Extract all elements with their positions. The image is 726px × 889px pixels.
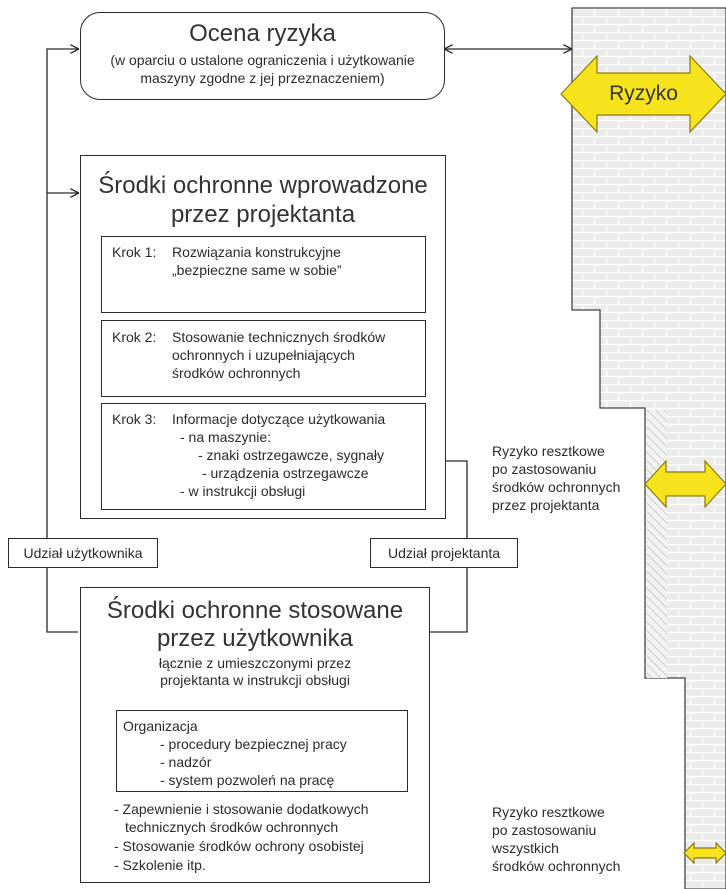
risk-assessment-box bbox=[80, 12, 445, 100]
step-3-box bbox=[101, 403, 426, 510]
risk-assessment-line1: (w oparciu o ustalone ograniczenia i uży… bbox=[110, 52, 415, 68]
step-1-line-2: „bezpieczne same w sobie” bbox=[172, 262, 342, 278]
step-2-line-2: ochronnych i uzupełniających bbox=[172, 347, 355, 363]
step-3-line-5: - w instrukcji obsługi bbox=[180, 483, 306, 499]
risk-assessment-line2: maszyny zgodne z jej przeznaczeniem) bbox=[140, 70, 385, 86]
residual-all-line-3: wszystkich bbox=[492, 840, 559, 856]
residual-designer-line-2: po zastosowaniu bbox=[492, 461, 597, 477]
residual-all-line-1: Ryzyko resztkowe bbox=[492, 804, 605, 820]
residual-designer-line-1: Ryzyko resztkowe bbox=[492, 443, 605, 459]
organization-item-1: - procedury bezpiecznej pracy bbox=[160, 736, 347, 752]
designer-input-box bbox=[370, 538, 518, 568]
step-2-line-1: Stosowanie technicznych środków bbox=[172, 329, 386, 345]
risk-assessment-title: Ocena ryzyka bbox=[189, 20, 336, 47]
step-2-box bbox=[101, 320, 426, 397]
other-item-1: - Zapewnienie i stosowanie dodatkowych bbox=[114, 801, 369, 817]
step-2-line-3: środków ochronnych bbox=[172, 365, 301, 381]
residual-risk-hatch bbox=[647, 410, 667, 678]
user-feedback-line bbox=[46, 49, 78, 633]
user-input-box bbox=[8, 538, 158, 568]
other-item-2: technicznych środków ochronnych bbox=[125, 819, 339, 835]
step-1-label: Krok 1: bbox=[112, 244, 157, 260]
step-2-label: Krok 2: bbox=[112, 329, 157, 345]
user-measures-title-1: Środki ochronne stosowane bbox=[106, 597, 404, 624]
residual-designer-line-3: środków ochronnych bbox=[492, 479, 621, 495]
residual-designer-line-4: przez projektanta bbox=[492, 497, 600, 513]
designer-measures-title-2: przez projektanta bbox=[170, 201, 356, 228]
user-measures-title-2: przez użytkownika bbox=[156, 625, 354, 652]
designer-measures-title-1: Środki ochronne wprowadzone bbox=[98, 172, 428, 199]
other-item-4: - Szkolenie itp. bbox=[114, 857, 206, 873]
residual-designer-arrow bbox=[644, 459, 726, 509]
residual-all-arrow bbox=[683, 841, 726, 865]
step-3-line-1: Informacje dotyczące użytkowania bbox=[172, 411, 386, 427]
user-measures-subtitle-1: łącznie z umieszczonymi przez bbox=[158, 655, 352, 671]
residual-all-line-2: po zastosowaniu bbox=[492, 822, 597, 838]
residual-all-line-4: środków ochronnych bbox=[492, 858, 621, 874]
organization-item-3: - system pozwoleń na pracę bbox=[160, 772, 335, 788]
step-3-line-3: - znaki ostrzegawcze, sygnały bbox=[198, 447, 384, 463]
risk-arrow bbox=[560, 54, 726, 134]
user-input-label: Udział użytkownika bbox=[23, 545, 143, 561]
step-3-line-4: - urządzenia ostrzegawcze bbox=[202, 465, 369, 481]
step-3-label: Krok 3: bbox=[112, 411, 157, 427]
risk-label: Ryzyko bbox=[609, 82, 678, 105]
user-measures-subtitle-2: projektanta w instrukcji obsługi bbox=[160, 672, 350, 688]
organization-title: Organizacja bbox=[123, 718, 198, 734]
step-3-line-2: - na maszynie: bbox=[180, 429, 272, 445]
organization-box bbox=[116, 710, 408, 792]
organization-item-2: - nadzór bbox=[160, 754, 212, 770]
designer-input-label: Udział projektanta bbox=[387, 545, 501, 561]
step-1-line-1: Rozwiązania konstrukcyjne bbox=[172, 244, 341, 260]
other-item-3: - Stosowanie środków ochrony osobistej bbox=[114, 838, 364, 854]
step-1-box bbox=[101, 236, 426, 313]
